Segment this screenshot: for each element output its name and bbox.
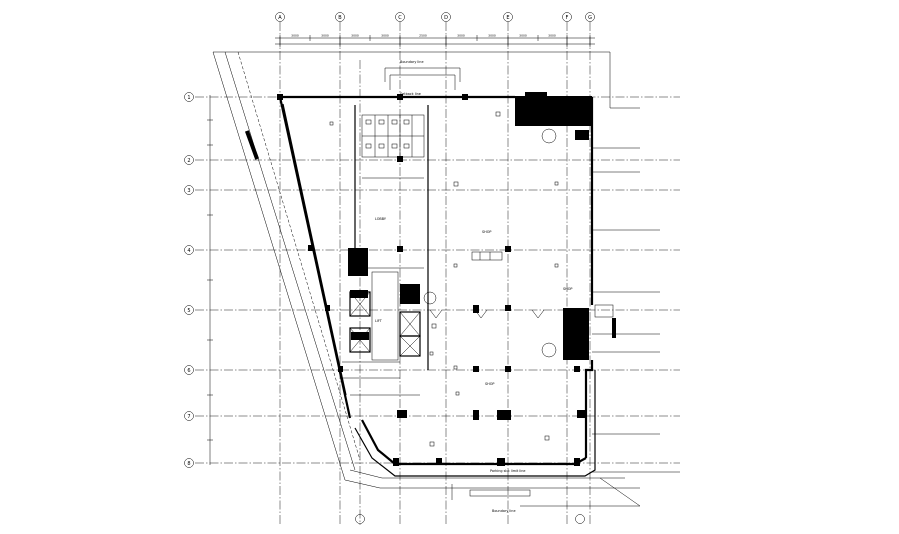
dimension-value: 3000 bbox=[519, 34, 527, 38]
parking-limit-label: Parking slot limit line bbox=[490, 469, 526, 473]
lobby-label: LOBBY bbox=[375, 217, 387, 221]
grid-bubble-3: 3 bbox=[184, 185, 194, 195]
grid-bubble-d: D bbox=[441, 12, 451, 22]
boundary-line-label: Boundary line bbox=[492, 509, 516, 513]
grid-col-label: E bbox=[506, 15, 509, 21]
grid-row-label: 8 bbox=[187, 461, 190, 467]
grid-col-label: D bbox=[444, 15, 448, 21]
grid-row-label: 6 bbox=[187, 368, 190, 374]
shop-label: SHOP bbox=[482, 230, 491, 234]
grid-row-label: 1 bbox=[187, 95, 190, 101]
grid-bubble-c: C bbox=[395, 12, 405, 22]
grid-bubble-8: 8 bbox=[184, 458, 194, 468]
site-boundary bbox=[212, 51, 641, 507]
grid-bubble-f: F bbox=[562, 12, 572, 22]
dimension-value: 2500 bbox=[419, 34, 427, 38]
grid-col-label: F bbox=[566, 15, 569, 21]
building-outline bbox=[278, 95, 596, 477]
grid-col-label: B bbox=[338, 15, 342, 21]
dimension-value: 3000 bbox=[321, 34, 329, 38]
grid-bubble-1: 1 bbox=[184, 92, 194, 102]
dimension-value: 3000 bbox=[457, 34, 465, 38]
grid-bubble-6: 6 bbox=[184, 365, 194, 375]
dimension-value: 3000 bbox=[381, 34, 389, 38]
plan-labels: Boundary line Setback line LOBBY LIFT SH… bbox=[375, 60, 572, 513]
grid-bubble-b: B bbox=[335, 12, 345, 22]
grid-bubble-4: 4 bbox=[184, 245, 194, 255]
grid-row-label: 2 bbox=[187, 158, 190, 164]
grid-bubble-g: G bbox=[585, 12, 595, 22]
boundary-line-label: Boundary line bbox=[400, 60, 424, 64]
small-marks bbox=[329, 111, 559, 447]
grid-row-label: 7 bbox=[187, 414, 190, 420]
grid-bubble-2: 2 bbox=[184, 155, 194, 165]
grid-bubble-5: 5 bbox=[184, 305, 194, 315]
grid-bubble-e: E bbox=[503, 12, 513, 22]
grid-row-label: 4 bbox=[187, 248, 190, 254]
grid-col-label: G bbox=[588, 15, 592, 21]
shop-label: SHOP bbox=[485, 382, 494, 386]
dimension-value: 3000 bbox=[488, 34, 496, 38]
lift-label: LIFT bbox=[375, 319, 383, 323]
entrance-mark bbox=[451, 484, 531, 500]
bottom-bubbles bbox=[355, 514, 585, 524]
grid-bubble-a: A bbox=[275, 12, 285, 22]
left-dimension-ticks bbox=[207, 95, 213, 465]
structural-columns bbox=[277, 94, 589, 466]
setback-line-label: Setback line bbox=[400, 92, 421, 96]
grid-row-label: 5 bbox=[187, 308, 190, 314]
row-bubbles: 1 2 3 4 5 6 7 8 bbox=[184, 92, 194, 468]
dimension-string: 3000 3000 3000 3000 2500 3000 3000 3000 … bbox=[275, 34, 595, 47]
dimension-value: 3000 bbox=[548, 34, 556, 38]
column-bubbles: A B C D E F G bbox=[275, 12, 595, 22]
grid-bubble-7: 7 bbox=[184, 411, 194, 421]
dimension-value: 3000 bbox=[351, 34, 359, 38]
grid-row-label: 3 bbox=[187, 188, 190, 194]
grid-col-label: C bbox=[398, 15, 402, 21]
shop-label: SHOP bbox=[563, 287, 572, 291]
grid-col-label: A bbox=[278, 15, 282, 21]
solid-blocks bbox=[244, 92, 592, 360]
leader-lines bbox=[592, 147, 680, 473]
dimension-value: 3000 bbox=[291, 34, 299, 38]
